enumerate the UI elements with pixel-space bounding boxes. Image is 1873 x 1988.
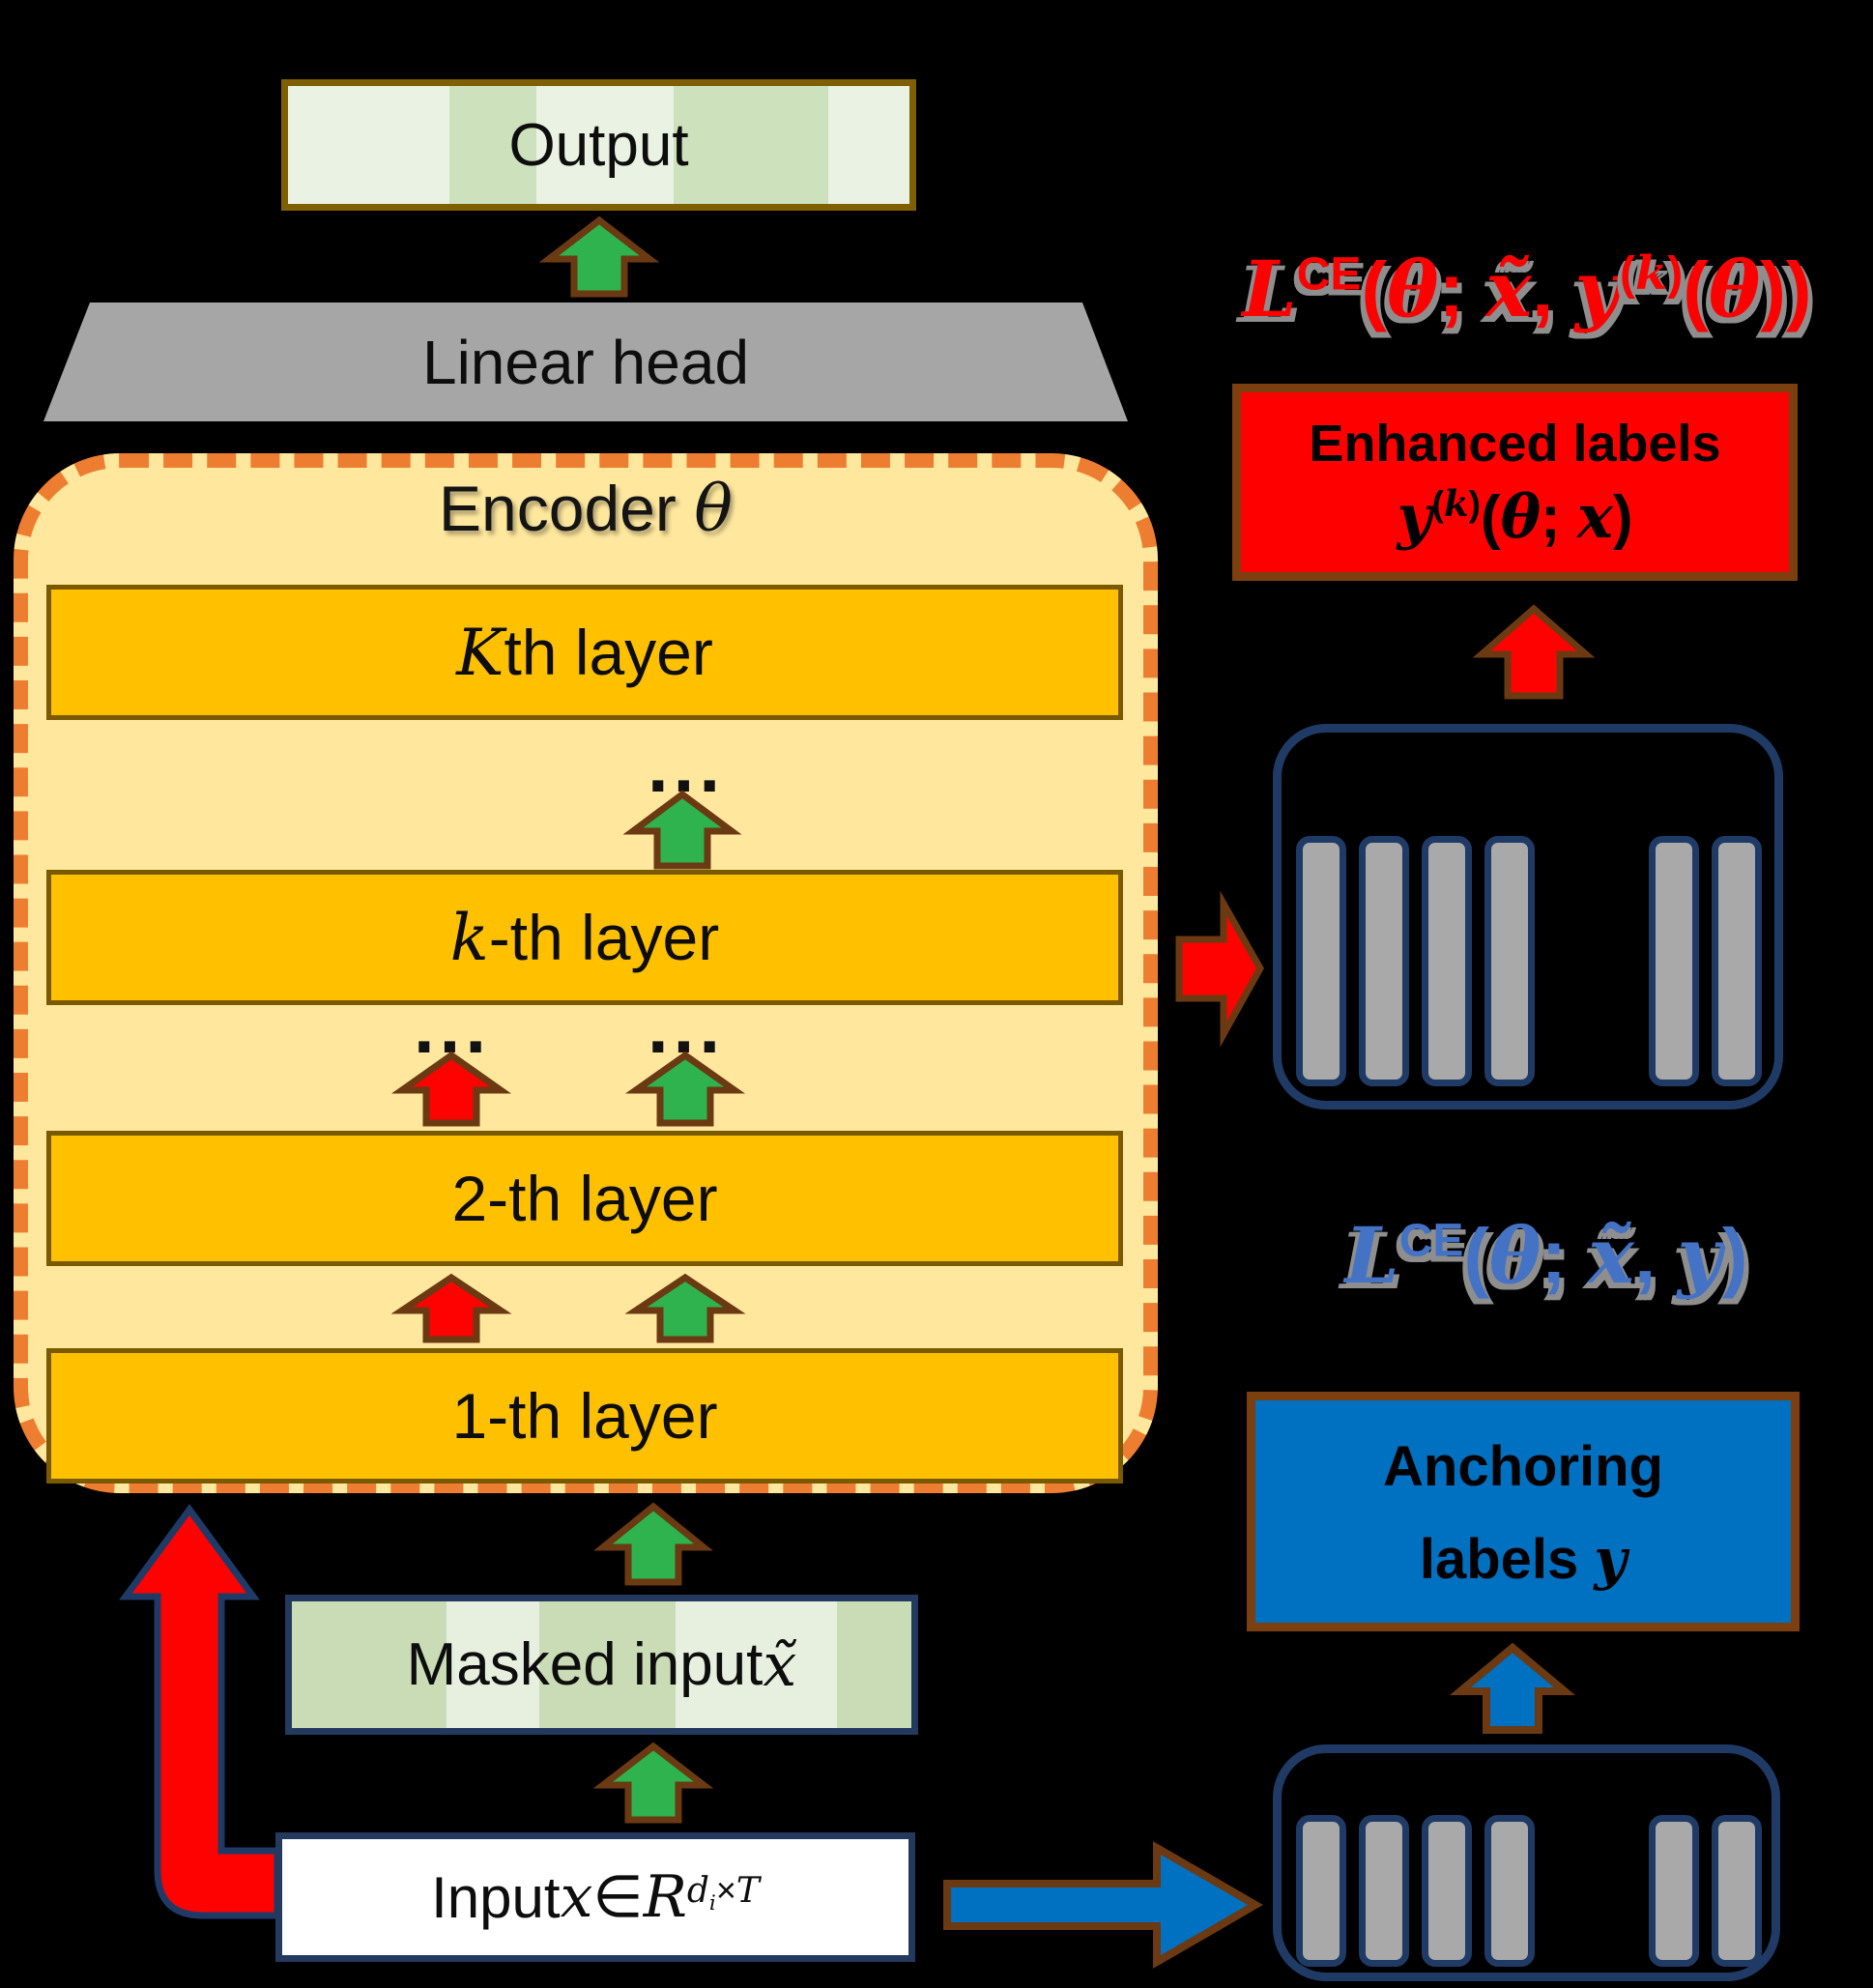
trapezoid-shape xyxy=(43,303,1128,421)
encoder-layer-1: 1-th layer xyxy=(46,1348,1123,1484)
red-up-arrow-icon xyxy=(1472,604,1596,700)
token-bars xyxy=(1296,1815,1762,1967)
sequence-stripe xyxy=(288,86,450,204)
enhanced-loss-formula: LCE(θ; x̃, y(k)(θ)) xyxy=(1242,244,1812,334)
anchoring-labels-line1: Anchoring xyxy=(1383,1435,1663,1498)
sequence-stripe xyxy=(449,86,537,204)
enhanced-labels-title: Enhanced labels xyxy=(1309,415,1721,473)
ellipsis-dots: ... xyxy=(647,723,725,808)
green-up-arrow-icon xyxy=(622,790,742,870)
sequence-stripe xyxy=(536,86,674,204)
green-up-arrow-icon xyxy=(624,1051,746,1127)
anchoring-loss-formula: LCE(θ; x̃, y) xyxy=(1344,1210,1748,1301)
token-bars xyxy=(1296,836,1762,1086)
sequence-stripe xyxy=(673,86,829,204)
sequence-stripe xyxy=(539,1601,677,1728)
masked-input-box: Masked input x̃ xyxy=(285,1595,918,1735)
token-bar xyxy=(1649,836,1699,1086)
token-box-enhanced xyxy=(1273,724,1783,1109)
red-up-arrow-icon xyxy=(390,1273,512,1343)
sequence-stripe xyxy=(676,1601,838,1728)
red-bent-arrow-icon xyxy=(119,1504,281,1919)
red-up-arrow-icon xyxy=(390,1051,512,1127)
token-bar xyxy=(1422,836,1472,1086)
linear-head-label: Linear head xyxy=(421,327,750,397)
anchoring-labels-box: Anchoring labels y xyxy=(1247,1392,1800,1631)
sequence-stripe xyxy=(292,1601,447,1728)
anchoring-labels-line2: labels y xyxy=(1419,1526,1628,1592)
enhanced-labels-formula: y(k)(θ; x) xyxy=(1397,481,1633,552)
blue-right-arrow-icon xyxy=(943,1841,1263,1969)
token-bar xyxy=(1484,1815,1535,1967)
sequence-stripe xyxy=(828,86,909,204)
masked-input-label: Masked input x̃ xyxy=(406,1629,797,1700)
encoder-layer-2: 2-th layer xyxy=(46,1131,1123,1266)
enhanced-labels-box: Enhanced labels y(k)(θ; x) xyxy=(1232,384,1798,581)
output-box: Output xyxy=(281,79,916,211)
token-bar xyxy=(1422,1815,1472,1967)
green-up-arrow-icon xyxy=(593,1502,713,1586)
blue-up-arrow-icon xyxy=(1449,1642,1576,1734)
red-right-arrow-icon xyxy=(1175,890,1265,1048)
token-bar xyxy=(1296,1815,1346,1967)
sequence-stripe xyxy=(837,1601,911,1728)
token-bar xyxy=(1649,1815,1699,1967)
token-bar xyxy=(1296,836,1346,1086)
green-up-arrow-icon xyxy=(592,1742,714,1824)
encoder-layer-k: k-th layer xyxy=(46,870,1123,1005)
token-bar xyxy=(1712,836,1762,1086)
token-bar xyxy=(1712,1815,1762,1967)
green-up-arrow-icon xyxy=(538,216,660,298)
token-box-anchoring xyxy=(1273,1744,1780,1981)
ellipsis-dots: ... xyxy=(413,984,491,1069)
linear-head: Linear head xyxy=(39,303,1133,421)
token-bar xyxy=(1359,836,1409,1086)
token-bar xyxy=(1484,836,1535,1086)
sequence-stripe xyxy=(447,1601,540,1728)
encoder-title: Encoder θ xyxy=(439,472,733,546)
ellipsis-dots: ... xyxy=(647,984,725,1069)
output-label: Output xyxy=(508,111,689,179)
green-up-arrow-icon xyxy=(624,1273,746,1343)
token-bar xyxy=(1359,1815,1409,1967)
